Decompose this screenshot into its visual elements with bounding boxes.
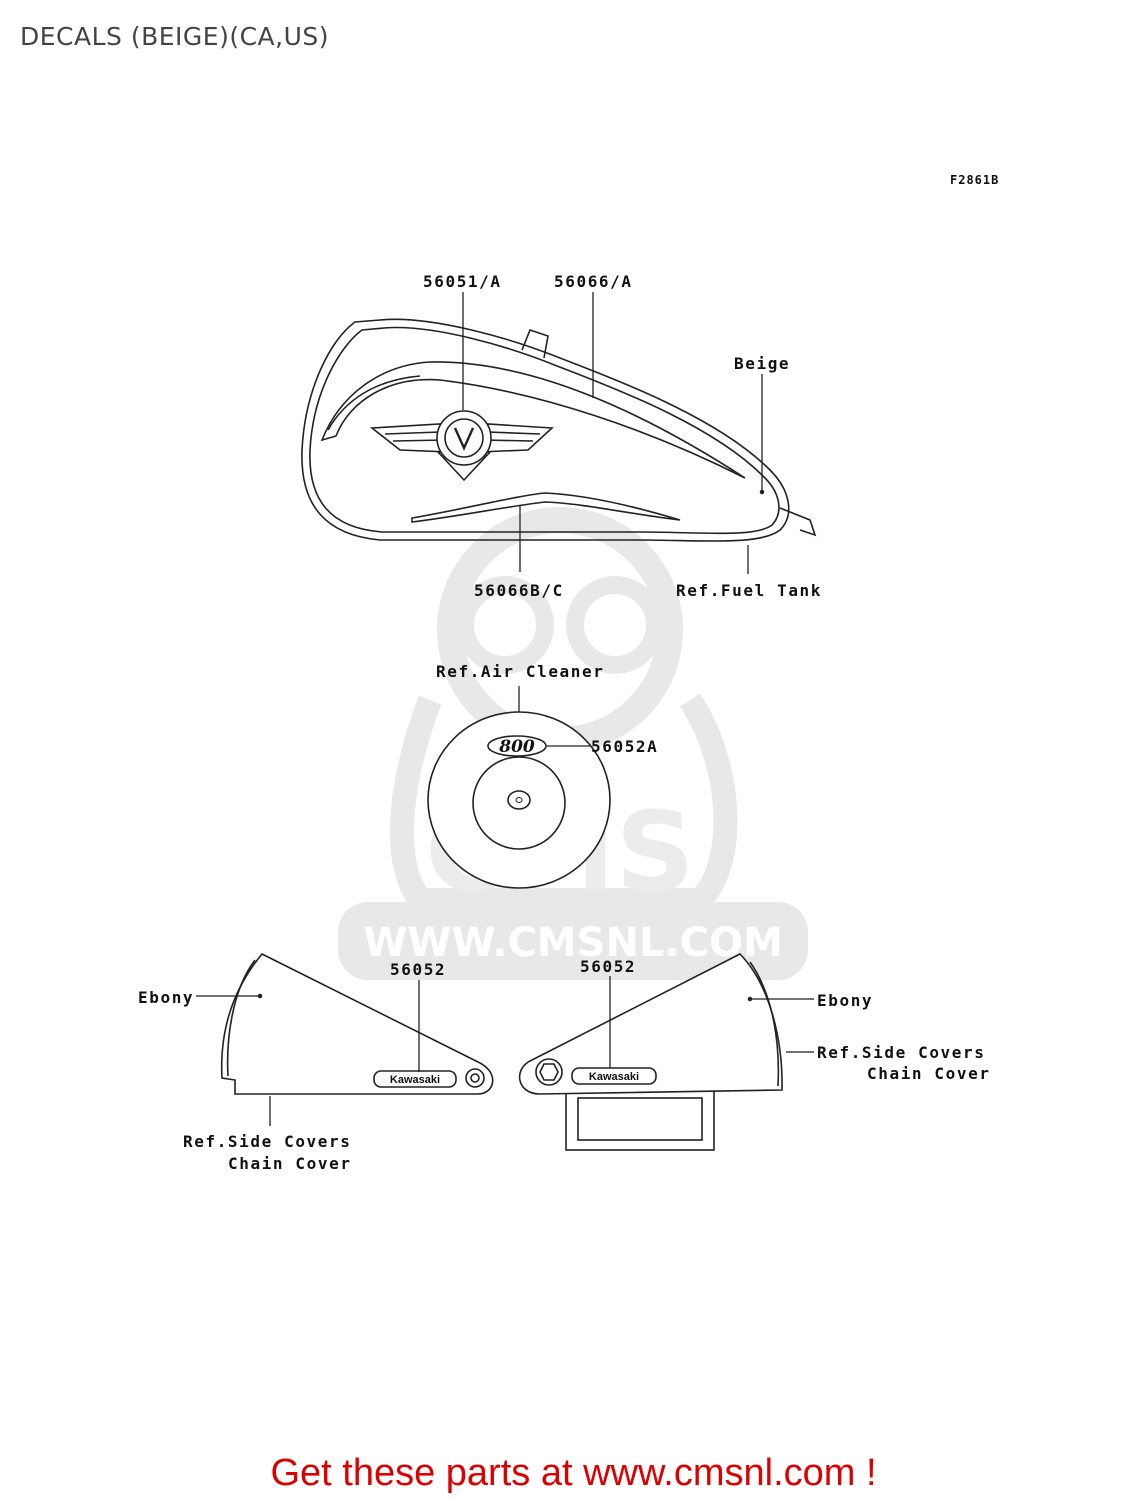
tank-emblem: [369, 410, 554, 482]
air-cleaner: 800: [427, 686, 611, 889]
decal-kawasaki-right-text: Kawasaki: [589, 1071, 639, 1083]
decal-kawasaki-right: [571, 1067, 657, 1085]
label-ref-side-covers-left-1: Ref.Side Covers: [183, 1132, 352, 1151]
tank-leaders: [462, 292, 765, 574]
label-ref-fuel-tank: Ref.Fuel Tank: [676, 581, 822, 600]
fuel-cap: [521, 329, 549, 359]
tank-stripe-lower: [411, 492, 681, 523]
side-cover-left-edge: [226, 959, 256, 1077]
fuel-tank: [301, 318, 817, 542]
air-cleaner-cover: [427, 711, 611, 889]
decal-kawasaki-left-text: Kawasaki: [390, 1074, 440, 1086]
figure-code: F2861B: [950, 173, 999, 187]
badge-800: [487, 735, 547, 757]
air-cleaner-center-ring: [472, 756, 566, 850]
watermark-mascot-body: [389, 693, 738, 912]
label-56052-left: 56052: [390, 960, 446, 979]
side-cover-right-outline: [518, 953, 783, 1095]
watermark-mascot-eye-left: [456, 576, 554, 674]
watermark-mascot-eye-right: [566, 576, 664, 674]
watermark-banner: [338, 902, 808, 980]
fuel-tank-inner-outline: [309, 326, 780, 535]
label-56052-right: 56052: [580, 957, 636, 976]
fuel-tank-outline: [301, 318, 790, 542]
emblem-v-letter: [453, 427, 475, 451]
label-ref-side-covers-right-1: Ref.Side Covers: [817, 1043, 986, 1062]
leader-ebony-right-dot: [747, 996, 753, 1002]
side-cover-left-grommet-inner: [470, 1073, 480, 1083]
promo-link[interactable]: Get these parts at www.cmsnl.com !: [270, 1452, 877, 1494]
tank-stripe-upper-inner: [327, 375, 421, 431]
label-ref-air-cleaner: Ref.Air Cleaner: [436, 662, 605, 681]
tank-stripe-upper: [320, 361, 746, 479]
side-cover-left-leaders: [196, 980, 420, 1126]
label-56052a: 56052A: [591, 737, 658, 756]
label-ref-side-covers-left-2: Chain Cover: [228, 1154, 352, 1173]
chain-cover-tab-inner: [577, 1097, 703, 1141]
page-title: DECALS (BEIGE)(CA,US): [20, 22, 330, 51]
side-cover-right: Kawasaki: [518, 953, 783, 1151]
fuel-tank-nozzle: [779, 507, 817, 537]
leader-beige-dot: [759, 489, 765, 495]
label-56066bc: 56066B/C: [474, 581, 564, 600]
watermark-url: WWW.CMSNL.COM: [363, 920, 783, 966]
parts-diagram: CMS WWW.CMSNL.COM F2861B: [138, 173, 999, 1173]
leader-ebony-left-dot: [257, 993, 263, 999]
decal-kawasaki-left: [373, 1070, 457, 1088]
side-cover-right-edge: [749, 961, 780, 1087]
label-ebony-right: Ebony: [817, 991, 873, 1010]
label-ref-side-covers-right-2: Chain Cover: [867, 1064, 991, 1083]
watermark-mascot-head: [437, 507, 683, 753]
label-56051a: 56051/A: [423, 272, 502, 291]
badge-800-text: 800: [498, 737, 535, 757]
side-cover-right-leaders: [609, 976, 814, 1068]
air-cleaner-bolt-hole: [515, 797, 523, 803]
air-cleaner-bolt: [507, 790, 531, 810]
label-ebony-left: Ebony: [138, 988, 194, 1007]
tank-stripes: [320, 361, 746, 523]
side-cover-right-grommet-inner: [539, 1063, 559, 1081]
emblem-ring-inner: [444, 418, 484, 458]
label-56066a: 56066/A: [554, 272, 633, 291]
side-cover-left: Kawasaki: [220, 953, 494, 1095]
label-beige: Beige: [734, 354, 790, 373]
